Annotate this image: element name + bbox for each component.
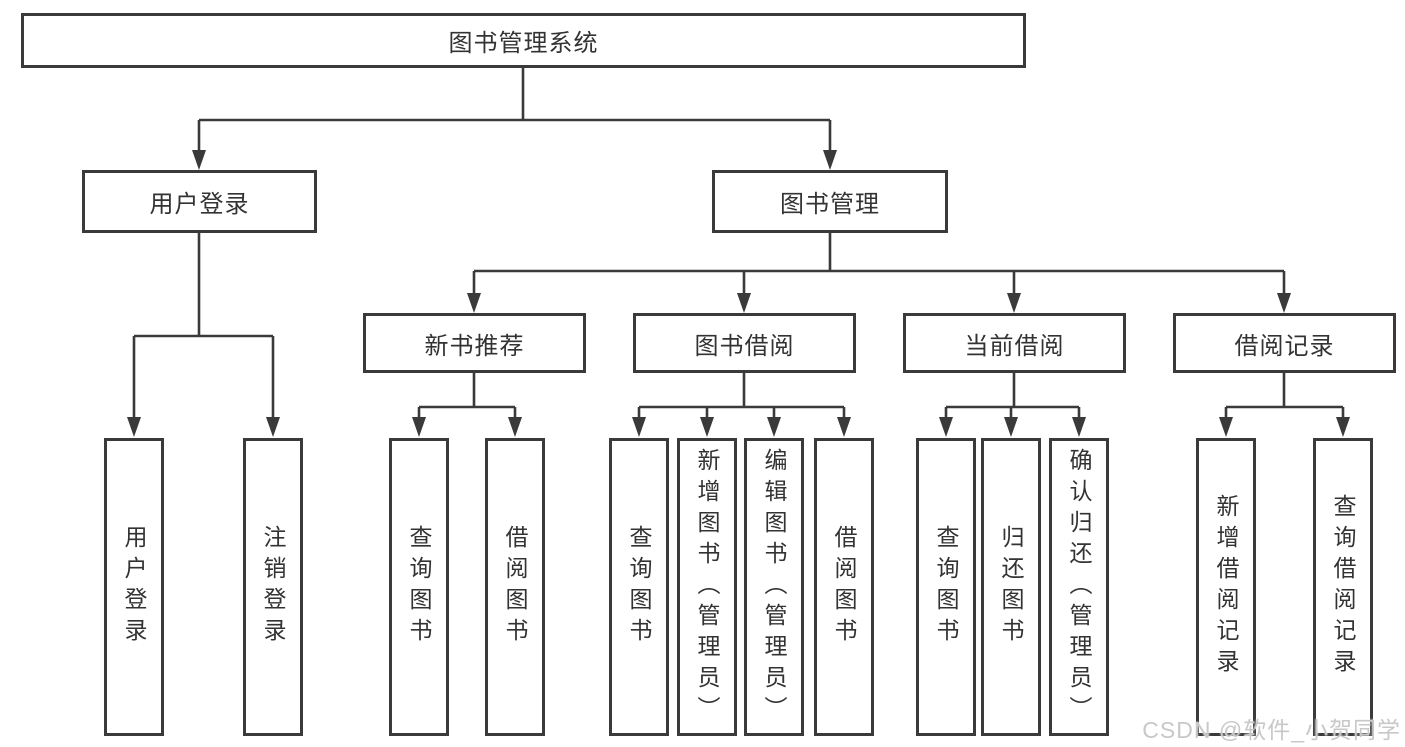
- node-borrowing-records: 借阅记录: [1173, 313, 1396, 373]
- arrowhead: [127, 417, 141, 437]
- arrowhead: [737, 293, 751, 313]
- arrowhead: [823, 150, 837, 170]
- leaf-query-books-current: 查询图书: [916, 438, 976, 736]
- leaf-add-book-admin: 新增图书（管理员）: [677, 438, 737, 736]
- arrowhead: [700, 417, 714, 437]
- leaf-add-borrow-record: 新增借阅记录: [1196, 438, 1256, 736]
- edge-current-borrowing-to-children: [939, 373, 1086, 437]
- leaf-return-books: 归还图书: [981, 438, 1041, 736]
- csdn-watermark: CSDN @软件_小贺同学: [1142, 717, 1401, 743]
- arrowhead: [1072, 417, 1086, 437]
- leaf-borrow-books-recommend: 借阅图书: [485, 438, 545, 736]
- arrowhead: [1336, 417, 1350, 437]
- arrowhead: [266, 417, 280, 437]
- edge-borrowing-records-to-children: [1219, 373, 1350, 437]
- arrowhead: [192, 150, 206, 170]
- edge-book-borrowing-to-children: [632, 373, 851, 437]
- arrowhead: [1277, 293, 1291, 313]
- arrowhead: [837, 417, 851, 437]
- arrowhead: [467, 293, 481, 313]
- leaf-user-login: 用户登录: [104, 438, 164, 736]
- leaf-query-borrow-record: 查询借阅记录: [1313, 438, 1373, 736]
- leaf-edit-book-admin: 编辑图书（管理员）: [744, 438, 804, 736]
- arrowhead: [1007, 293, 1021, 313]
- arrowhead: [508, 417, 522, 437]
- arrowhead: [1004, 417, 1018, 437]
- node-book-management: 图书管理: [712, 170, 948, 233]
- edge-book-management-to-children: [467, 233, 1291, 313]
- node-book-borrowing: 图书借阅: [633, 313, 856, 373]
- leaf-query-books-recommend: 查询图书: [389, 438, 449, 736]
- arrowhead: [1219, 417, 1233, 437]
- arrowhead: [767, 417, 781, 437]
- leaf-confirm-return-admin: 确认归还（管理员）: [1049, 438, 1109, 736]
- leaf-logout-login: 注销登录: [243, 438, 303, 736]
- edge-root-to-children: [192, 68, 837, 170]
- node-user-login: 用户登录: [82, 170, 317, 233]
- edge-user-login-to-children: [127, 233, 280, 437]
- node-new-book-recommendation: 新书推荐: [363, 313, 586, 373]
- edge-new-book-recommendation-to-children: [412, 373, 522, 437]
- leaf-query-books-borrowing: 查询图书: [609, 438, 669, 736]
- arrowhead: [939, 417, 953, 437]
- arrowhead: [412, 417, 426, 437]
- leaf-borrow-books-borrowing: 借阅图书: [814, 438, 874, 736]
- node-current-borrowing: 当前借阅: [903, 313, 1126, 373]
- node-root-library-management-system: 图书管理系统: [21, 13, 1026, 68]
- arrowhead: [632, 417, 646, 437]
